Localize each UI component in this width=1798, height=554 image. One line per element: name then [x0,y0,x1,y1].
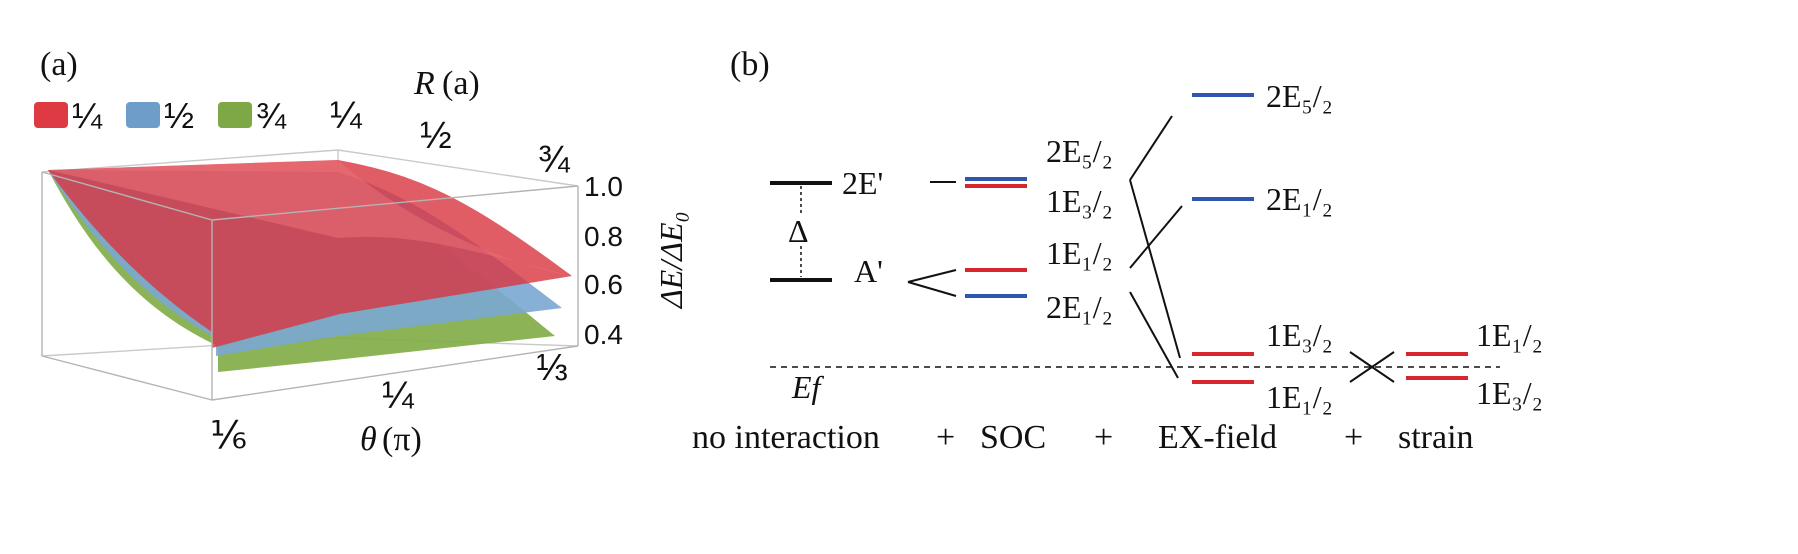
label-2E-prime: 2E' [842,165,883,201]
ex-label-1E12: 1E₁/₂ [1266,379,1333,415]
ex-label-1E32: 1E₃/₂ [1266,317,1333,353]
panel-a: (a) ¼ ½ ¾ [34,46,689,458]
strain-label-1E12: 1E₁/₂ [1476,317,1543,353]
connector-to-2E12 [1129,205,1183,269]
box-edge-front-left [41,355,213,401]
z-tick-0-4: 0.4 [584,319,623,350]
connector-cross-b [1349,351,1395,383]
soc-label-1E12: 1E₁/₂ [1046,235,1113,271]
stage-strain: strain [1398,419,1474,456]
box-edge-top-front-left [41,171,213,221]
connector-A-to-soc-upper [907,269,957,283]
panel-a-label: (a) [40,46,78,83]
ex-to-strain-connectors [1349,351,1395,383]
z-axis: 1.0 0.8 0.6 0.4 ΔE/ΔE₀ [584,171,689,350]
strain-column: 1E₁/₂ 1E₃/₂ [1406,317,1543,411]
theta-tick-third: ⅓ [536,347,568,389]
panel-b: (b) Δ 2E' A' 2E₅/₂ 1E₃/₂ 1E₁/₂ 2E₁/₂ [692,46,1543,456]
gap-label: Δ [788,213,809,249]
soc-label-2E52: 2E₅/₂ [1046,133,1113,169]
connector-upper-to-2E52 [1129,115,1173,181]
z-tick-1-0: 1.0 [584,171,623,202]
legend-label-half: ½ [164,95,194,136]
surface-r-quarter-highlight [48,160,572,276]
connector-A-to-soc-lower [907,281,957,297]
r-axis: R (a) ¼ ½ ¾ [330,65,571,181]
surface-r-quarter [48,160,572,348]
soc-to-ex-connectors [1129,115,1183,379]
stage-ex-field: EX-field [1158,419,1277,456]
r-tick-quarter: ¼ [330,95,363,137]
connector-to-1E32 [1129,179,1181,359]
theta-tick-quarter: ¼ [382,375,415,417]
plot-box-front [41,171,579,401]
r-tick-half: ½ [420,115,452,157]
stage-plus-3: + [1344,419,1363,456]
label-A-prime: A' [854,253,883,289]
fermi-label: Ef [791,369,825,405]
r-axis-title-symbol: R [413,65,435,102]
no-interaction-column: Δ 2E' A' [770,165,957,297]
legend-swatch-threequarter [218,102,252,128]
z-axis-title: ΔE/ΔE₀ [653,211,689,310]
stage-no-interaction: no interaction [692,419,880,456]
z-tick-0-6: 0.6 [584,269,623,300]
box-edge-front-right [211,345,579,401]
r-tick-threequarter: ¾ [538,139,571,181]
connector-to-1E12 [1129,291,1179,379]
theta-tick-sixth: ⅙ [210,415,247,457]
gap-label-bg [784,216,818,246]
ex-label-2E12: 2E₁/₂ [1266,181,1333,217]
strain-label-1E32: 1E₃/₂ [1476,375,1543,411]
stage-plus-2: + [1094,419,1113,456]
theta-axis-title-symbol: θ [360,421,377,458]
stage-plus-1: + [936,419,955,456]
r-axis-title-unit: (a) [442,65,480,102]
legend-swatch-quarter [34,102,68,128]
soc-column: 2E₅/₂ 1E₃/₂ 1E₁/₂ 2E₁/₂ [965,133,1113,325]
legend-label-threequarter: ¾ [256,95,287,136]
legend-swatch-half [126,102,160,128]
stage-labels: no interaction + SOC + EX-field + strain [692,419,1474,456]
legend: ¼ ½ ¾ [34,95,287,136]
theta-axis-title-unit: (π) [382,421,422,458]
legend-label-quarter: ¼ [72,95,103,136]
surfaces [48,160,572,372]
z-tick-0-8: 0.8 [584,221,623,252]
soc-label-2E12: 2E₁/₂ [1046,289,1113,325]
ex-label-2E52: 2E₅/₂ [1266,78,1333,114]
panel-b-label: (b) [730,46,770,83]
soc-label-1E32: 1E₃/₂ [1046,183,1113,219]
ex-field-column: 2E₅/₂ 2E₁/₂ 1E₃/₂ 1E₁/₂ [1192,78,1333,415]
box-edge-top-front-right [211,185,579,221]
theta-axis: ⅙ ¼ ⅓ θ (π) [210,347,568,458]
stage-soc: SOC [980,419,1046,456]
